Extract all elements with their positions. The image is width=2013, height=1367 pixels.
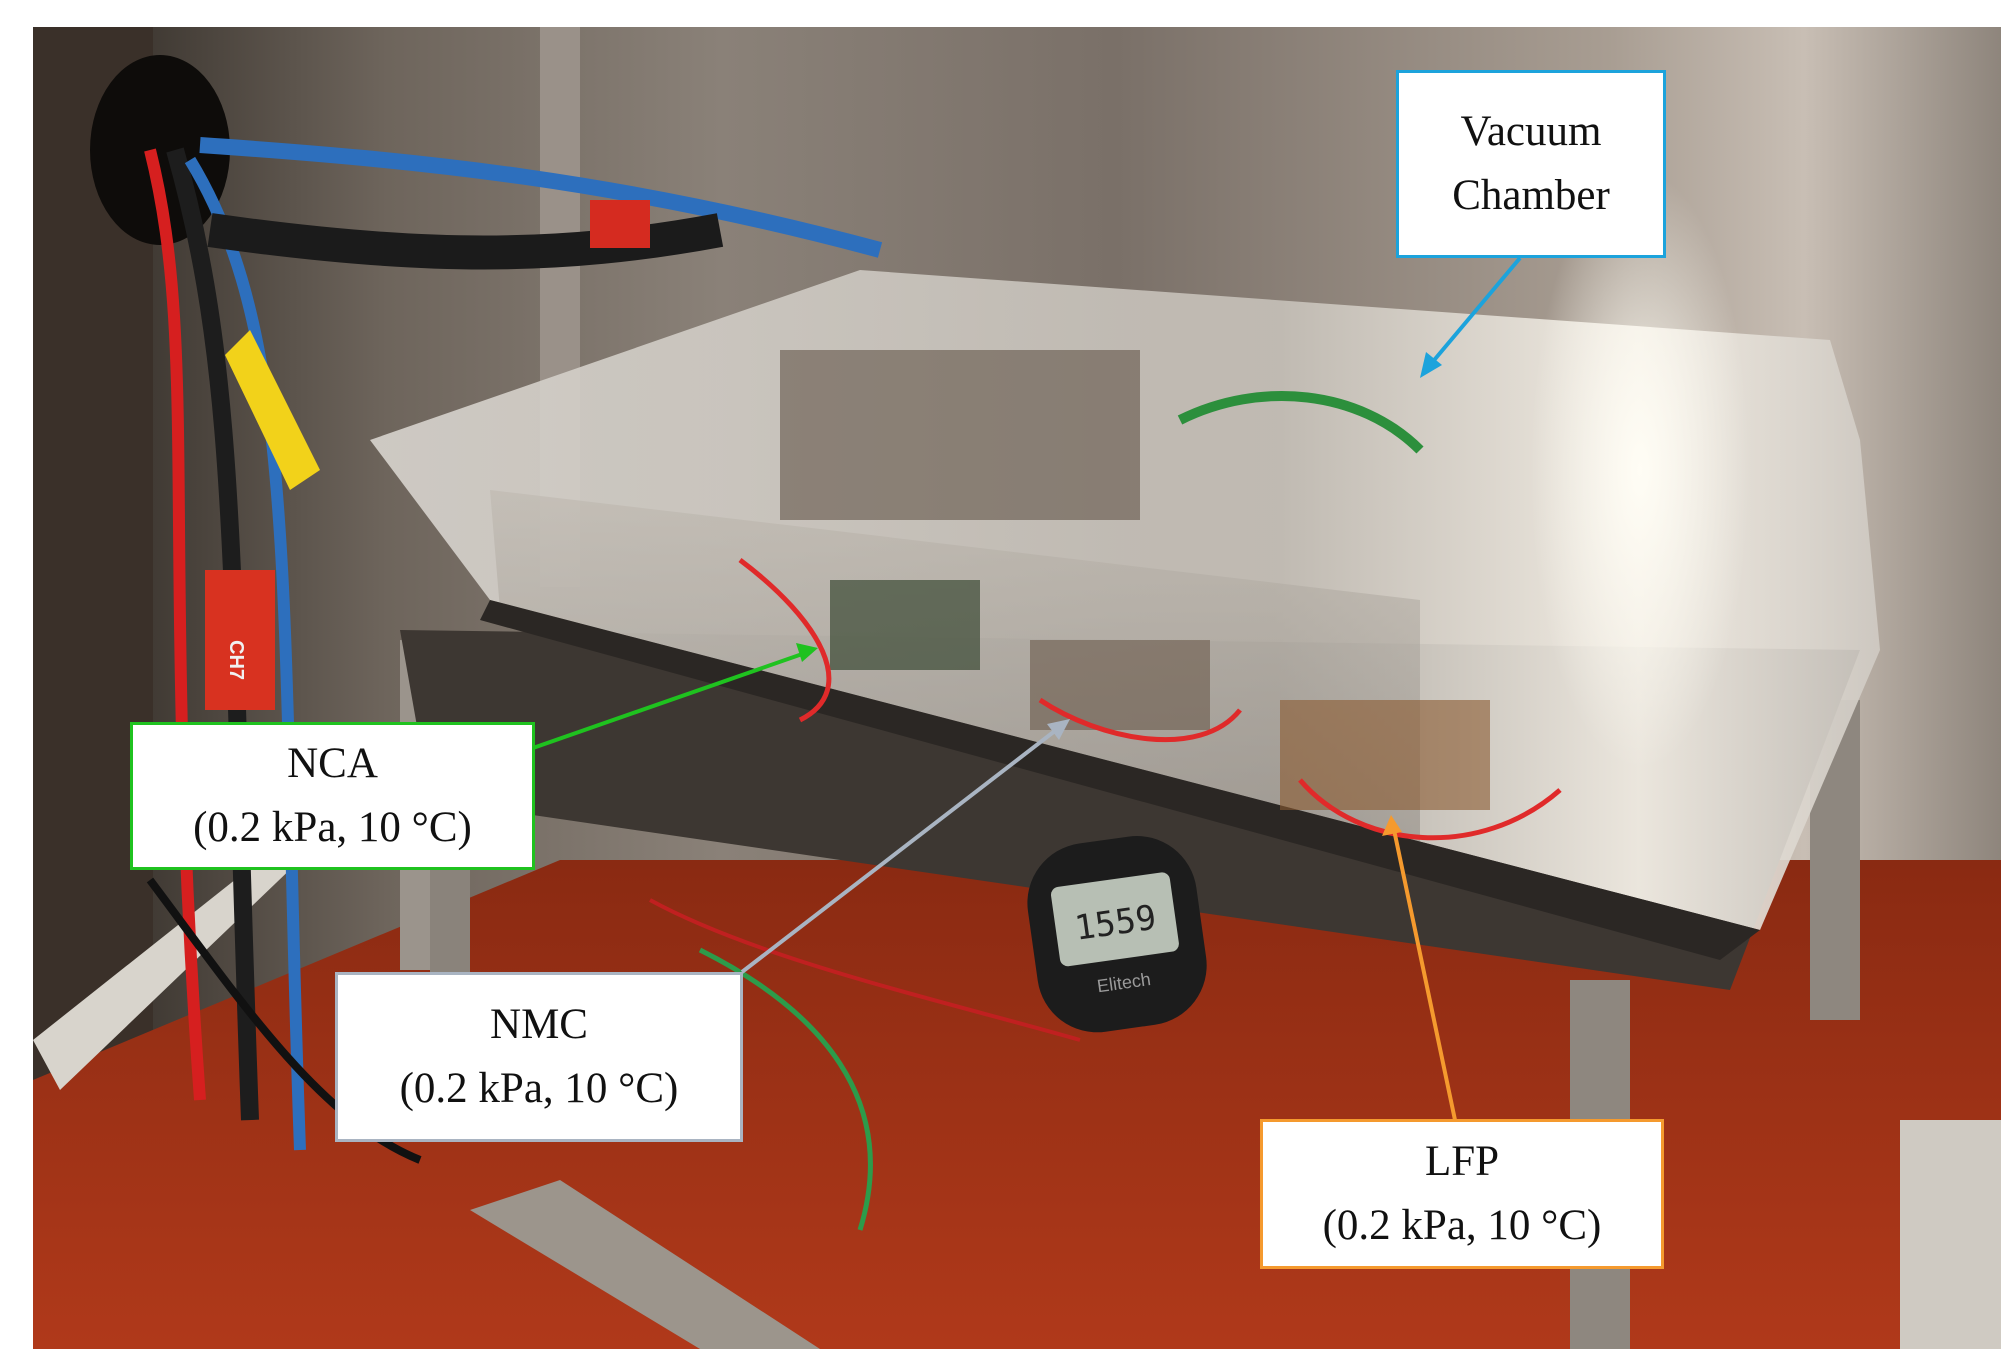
nmc-arrow — [740, 725, 1062, 974]
vacuum-chamber-label-line1: Vacuum — [1460, 108, 1602, 156]
nca-label-conditions: (0.2 kPa, 10 °C) — [193, 804, 472, 851]
photo: 1559 Elitech CH7 — [33, 27, 2001, 1349]
nmc-label-title: NMC — [490, 1001, 588, 1049]
vacuum-chamber-label: Vacuum Chamber — [1396, 70, 1666, 258]
nca-label: NCA (0.2 kPa, 10 °C) — [130, 722, 535, 870]
lfp-label-conditions: (0.2 kPa, 10 °C) — [1322, 1202, 1602, 1249]
nca-label-title: NCA — [287, 740, 378, 788]
vacuum-chamber-arrow — [1428, 256, 1522, 367]
nmc-label-conditions: (0.2 kPa, 10 °C) — [399, 1065, 679, 1112]
vacuum-chamber-label-line2: Chamber — [1452, 172, 1610, 219]
lfp-label: LFP (0.2 kPa, 10 °C) — [1260, 1119, 1664, 1269]
nmc-label: NMC (0.2 kPa, 10 °C) — [335, 972, 743, 1142]
nca-arrow — [532, 650, 809, 750]
pressure-gauge: 1559 Elitech — [1027, 836, 1207, 1033]
cable-tag: CH7 — [225, 640, 247, 680]
lfp-arrow — [1391, 824, 1457, 1121]
lfp-label-title: LFP — [1424, 1138, 1500, 1186]
callout-arrows — [532, 256, 1522, 1121]
